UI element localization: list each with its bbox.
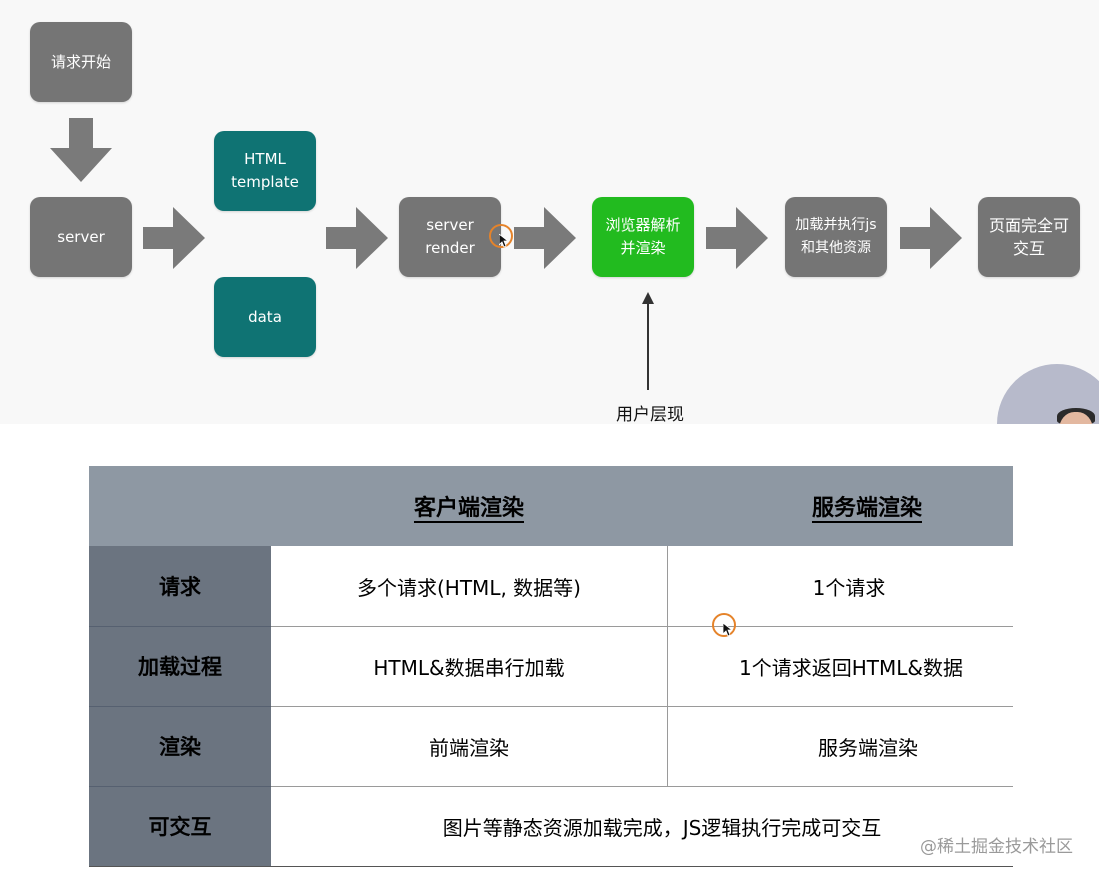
grid-line — [271, 626, 1013, 627]
column-header-client: 客户端渲染 — [413, 496, 524, 521]
watermark: @稀土掘金技术社区 — [920, 837, 1073, 857]
grid-line — [89, 626, 271, 627]
user-view-caption: 用户层现 — [616, 405, 684, 425]
cell-server-render: 服务端渲染 — [667, 706, 1013, 786]
row-label-request: 请求 — [89, 546, 271, 626]
request-start-box: 请求开始 — [30, 22, 132, 102]
right-arrow-icon — [143, 207, 205, 269]
cell-server-loading: 1个请求返回HTML&数据 — [667, 626, 1013, 706]
server-render-box: server render — [399, 197, 501, 277]
cursor-highlight-icon — [712, 613, 736, 637]
grid-line — [89, 786, 271, 787]
mouse-pointer-icon — [498, 233, 510, 252]
grid-line — [89, 706, 271, 707]
load-js-box: 加载并执行js 和其他资源 — [785, 197, 887, 277]
comparison-table: 客户端渲染 服务端渲染 请求 多个请求(HTML, 数据等) 1个请求 加载过程… — [89, 466, 1013, 868]
server-box: server — [30, 197, 132, 277]
grid-line — [271, 786, 1013, 787]
cell-client-request: 多个请求(HTML, 数据等) — [271, 546, 667, 626]
right-arrow-icon — [706, 207, 768, 269]
grid-line — [271, 706, 1013, 707]
avatar-face — [1059, 412, 1093, 424]
cursor-highlight-icon — [489, 224, 513, 248]
interactive-box: 页面完全可 交互 — [978, 197, 1080, 277]
right-arrow-icon — [326, 207, 388, 269]
flow-diagram: 请求开始 server HTML template data server re… — [0, 0, 1099, 425]
grid-line — [667, 546, 668, 786]
up-arrow-icon — [638, 292, 658, 390]
down-arrow-icon — [50, 118, 112, 182]
cell-client-render: 前端渲染 — [271, 706, 667, 786]
html-template-box: HTML template — [214, 131, 316, 211]
column-header-server: 服务端渲染 — [811, 496, 922, 521]
data-box: data — [214, 277, 316, 357]
row-label-render: 渲染 — [89, 706, 271, 786]
right-arrow-icon — [514, 207, 576, 269]
cell-merged-interactive: 图片等静态资源加载完成，JS逻辑执行完成可交互 — [271, 786, 1013, 866]
right-arrow-icon — [900, 207, 962, 269]
browser-parse-box: 浏览器解析 并渲染 — [592, 197, 694, 277]
mouse-pointer-icon — [722, 622, 734, 641]
row-label-interactive: 可交互 — [89, 786, 271, 866]
grid-line — [89, 866, 1013, 867]
cell-client-loading: HTML&数据串行加载 — [271, 626, 667, 706]
cell-server-request: 1个请求 — [667, 546, 1013, 626]
row-label-loading: 加载过程 — [89, 626, 271, 706]
table-header-row — [89, 466, 1013, 546]
presenter-avatar — [990, 350, 1099, 424]
